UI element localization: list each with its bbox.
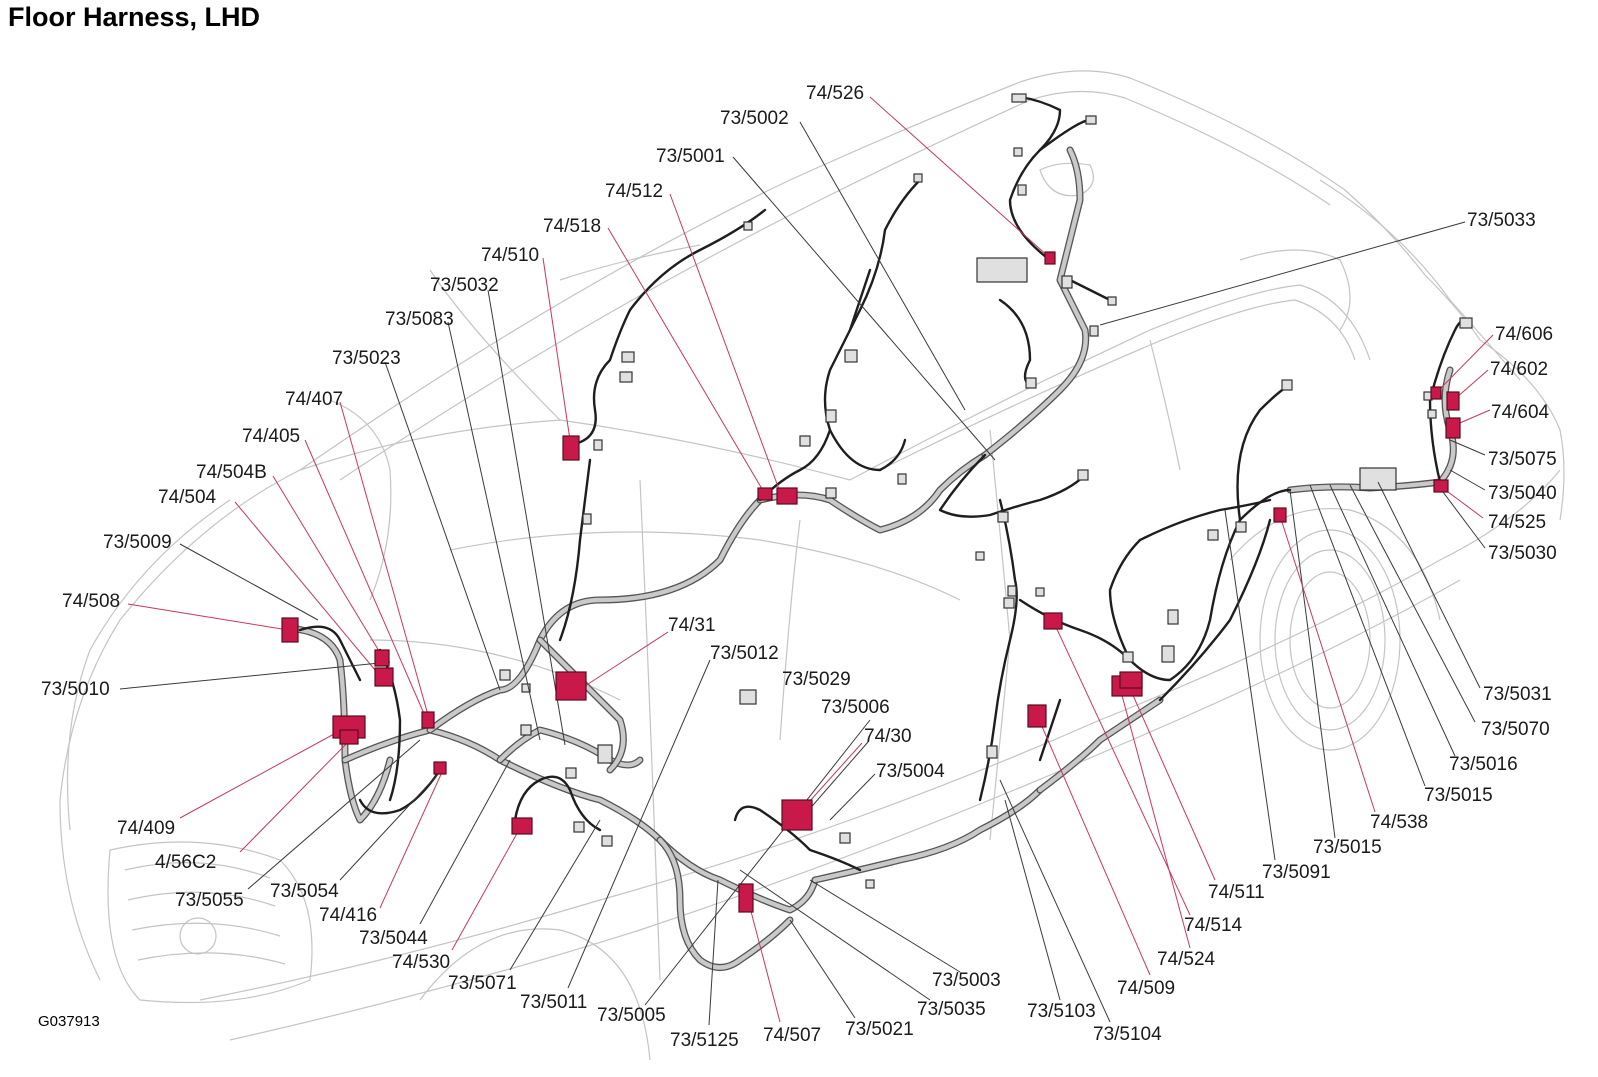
label-74-30: 74/30 bbox=[864, 726, 912, 747]
connector-4-56C2 bbox=[339, 729, 359, 745]
label-73-5021: 73/5021 bbox=[845, 1019, 914, 1040]
connector-74-30 bbox=[781, 799, 813, 831]
label-73-5091: 73/5091 bbox=[1262, 862, 1331, 883]
label-74-511: 74/511 bbox=[1208, 882, 1265, 903]
label-74-602: 74/602 bbox=[1490, 359, 1548, 380]
label-74-604: 74/604 bbox=[1491, 402, 1550, 423]
highlighted-connectors bbox=[281, 251, 1461, 913]
connector-74-508 bbox=[281, 617, 299, 643]
label-74-416: 74/416 bbox=[319, 905, 377, 926]
label-73-5006: 73/5006 bbox=[821, 697, 890, 718]
grey-connectors bbox=[499, 93, 1473, 889]
label-74-538: 74/538 bbox=[1370, 812, 1428, 833]
label-73-5011: 73/5011 bbox=[520, 992, 587, 1013]
label-73-5015-a: 73/5015 bbox=[1313, 837, 1382, 858]
figure-id: G037913 bbox=[38, 1013, 100, 1030]
connector-74-518 bbox=[757, 487, 773, 501]
page-title: Floor Harness, LHD bbox=[8, 2, 261, 32]
label-73-5070: 73/5070 bbox=[1481, 719, 1550, 740]
connector-74-525 bbox=[1433, 479, 1449, 493]
label-74-508: 74/508 bbox=[62, 591, 120, 612]
label-74-514: 74/514 bbox=[1184, 915, 1243, 936]
label-74-525: 74/525 bbox=[1488, 512, 1546, 533]
label-73-5054: 73/5054 bbox=[270, 881, 339, 902]
label-73-5005: 73/5005 bbox=[597, 1005, 666, 1026]
connector-74-530 bbox=[511, 817, 533, 835]
label-74-407: 74/407 bbox=[285, 389, 343, 410]
label-73-5104: 73/5104 bbox=[1093, 1024, 1162, 1045]
connector-74-31 bbox=[555, 671, 587, 701]
label-73-5044: 73/5044 bbox=[359, 928, 428, 949]
car-body-outline bbox=[59, 70, 1565, 1061]
label-73-5103: 73/5103 bbox=[1027, 1001, 1096, 1022]
leader-lines bbox=[119, 96, 1494, 1026]
label-73-5125: 73/5125 bbox=[670, 1030, 739, 1051]
label-73-5032: 73/5032 bbox=[430, 275, 499, 296]
connector-74-507 bbox=[738, 883, 754, 913]
connector-74-606 bbox=[1430, 386, 1442, 400]
label-73-5075: 73/5075 bbox=[1488, 449, 1557, 470]
label-73-5029: 73/5029 bbox=[782, 669, 851, 690]
connector-74-416 bbox=[433, 761, 447, 775]
label-73-5030: 73/5030 bbox=[1488, 543, 1557, 564]
label-74-510: 74/510 bbox=[481, 245, 539, 266]
branch-wires bbox=[298, 95, 1467, 872]
label-73-5015-b: 73/5015 bbox=[1424, 785, 1493, 806]
connector-74-602 bbox=[1446, 391, 1460, 411]
label-74-507: 74/507 bbox=[763, 1025, 821, 1046]
connector-74-407 bbox=[421, 711, 435, 729]
label-73-5016: 73/5016 bbox=[1449, 754, 1518, 775]
label-74-31: 74/31 bbox=[668, 615, 716, 636]
label-4-56C2: 4/56C2 bbox=[155, 852, 216, 873]
label-73-5083: 73/5083 bbox=[385, 309, 454, 330]
label-74-504B: 74/504B bbox=[196, 462, 267, 483]
label-74-512: 74/512 bbox=[605, 181, 663, 202]
label-74-530: 74/530 bbox=[392, 952, 450, 973]
label-73-5040: 73/5040 bbox=[1488, 483, 1557, 504]
callout-labels: 74/526 73/5002 73/5001 74/512 74/518 74/… bbox=[41, 83, 1557, 1051]
label-74-526: 74/526 bbox=[806, 83, 864, 104]
connector-74-538 bbox=[1273, 507, 1287, 523]
label-74-524: 74/524 bbox=[1157, 949, 1216, 970]
label-73-5035: 73/5035 bbox=[917, 999, 986, 1020]
label-73-5031: 73/5031 bbox=[1483, 684, 1552, 705]
label-74-504: 74/504 bbox=[158, 487, 217, 508]
label-74-606: 74/606 bbox=[1495, 324, 1553, 345]
label-73-5071: 73/5071 bbox=[448, 973, 517, 994]
connector-74-511 bbox=[1119, 671, 1143, 689]
label-73-5009: 73/5009 bbox=[103, 532, 172, 553]
label-73-5012: 73/5012 bbox=[710, 643, 779, 664]
label-74-405: 74/405 bbox=[242, 426, 300, 447]
label-73-5023: 73/5023 bbox=[332, 348, 401, 369]
connector-74-510 bbox=[562, 435, 580, 461]
connector-74-509 bbox=[1027, 704, 1047, 728]
connector-74-512 bbox=[776, 487, 798, 505]
connector-74-526 bbox=[1044, 251, 1056, 265]
label-74-409: 74/409 bbox=[117, 818, 175, 839]
label-74-509: 74/509 bbox=[1117, 978, 1175, 999]
connector-74-504B bbox=[374, 667, 394, 687]
label-73-5004: 73/5004 bbox=[876, 761, 945, 782]
label-73-5002: 73/5002 bbox=[720, 108, 789, 129]
connector-74-514 bbox=[1043, 612, 1063, 630]
label-73-5010: 73/5010 bbox=[41, 679, 110, 700]
connector-74-405 bbox=[374, 649, 390, 667]
label-73-5033: 73/5033 bbox=[1467, 210, 1536, 231]
label-73-5003: 73/5003 bbox=[932, 970, 1001, 991]
label-74-518: 74/518 bbox=[543, 216, 601, 237]
connector-74-604 bbox=[1445, 417, 1461, 439]
label-73-5001: 73/5001 bbox=[656, 146, 725, 167]
label-73-5055: 73/5055 bbox=[175, 890, 244, 911]
